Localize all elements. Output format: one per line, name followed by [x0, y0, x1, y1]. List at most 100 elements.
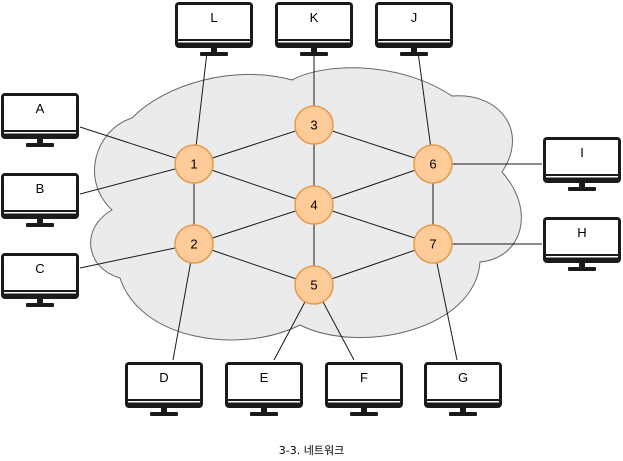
monitor-stand [26, 143, 54, 147]
monitor-screen [4, 96, 76, 130]
computer-label: I [580, 145, 584, 160]
monitor-stand [26, 303, 54, 307]
computer-label: F [360, 370, 368, 385]
computer-K[interactable]: K [275, 2, 353, 56]
router-label: 3 [310, 118, 317, 133]
monitor-neck [37, 139, 43, 143]
router-2[interactable]: 2 [174, 224, 214, 264]
monitor-neck [361, 408, 367, 412]
monitor-strip [4, 132, 76, 134]
router-label: 1 [190, 157, 197, 172]
router-label: 7 [429, 237, 436, 252]
router-5[interactable]: 5 [294, 265, 334, 305]
monitor-screen [4, 176, 76, 210]
monitor-stand [150, 412, 178, 416]
monitor-strip [427, 401, 499, 403]
monitor-stand [568, 187, 596, 191]
network-nodes: L K J A B C I H D E F G 1 2 3 4 5 6 7 [1, 2, 621, 416]
router-4[interactable]: 4 [294, 185, 334, 225]
link-2-5 [193, 243, 315, 286]
monitor-stand [568, 267, 596, 271]
monitor-strip [546, 256, 618, 258]
computer-D[interactable]: D [125, 362, 203, 416]
router-circle [413, 224, 453, 264]
link-A-1 [79, 126, 195, 165]
computer-label: G [458, 370, 468, 385]
monitor-neck [579, 183, 585, 187]
monitor-screen [546, 220, 618, 254]
monitor-neck [37, 299, 43, 303]
monitor-stand [350, 412, 378, 416]
monitor-neck [460, 408, 466, 412]
link-1-4 [193, 163, 315, 206]
monitor-screen [228, 365, 300, 399]
computer-J[interactable]: J [375, 2, 453, 56]
computer-F[interactable]: F [325, 362, 403, 416]
monitor-strip [228, 401, 300, 403]
router-circle [174, 144, 214, 184]
computer-label: E [260, 370, 269, 385]
monitor-neck [37, 219, 43, 223]
monitor-screen [328, 365, 400, 399]
monitor-stand [400, 52, 428, 56]
link-1-3 [193, 124, 315, 165]
link-6-4 [313, 163, 434, 206]
monitor-strip [328, 401, 400, 403]
computer-label: K [310, 10, 319, 25]
router-7[interactable]: 7 [413, 224, 453, 264]
computer-label: C [35, 261, 44, 276]
monitor-screen [546, 140, 618, 174]
monitor-screen [4, 256, 76, 290]
monitor-screen [378, 5, 450, 39]
computer-label: A [36, 101, 45, 116]
monitor-stand [26, 223, 54, 227]
link-4-7 [313, 204, 434, 245]
computer-E[interactable]: E [225, 362, 303, 416]
monitor-screen [427, 365, 499, 399]
monitor-screen [178, 5, 250, 39]
monitor-neck [261, 408, 267, 412]
router-label: 4 [310, 198, 317, 213]
computer-B[interactable]: B [1, 173, 79, 227]
router-label: 2 [190, 237, 197, 252]
computer-C[interactable]: C [1, 253, 79, 307]
router-label: 5 [310, 278, 317, 293]
router-circle [294, 105, 334, 145]
computer-L[interactable]: L [175, 2, 253, 56]
computer-label: B [36, 181, 45, 196]
computer-label: J [411, 10, 418, 25]
link-3-6 [313, 124, 434, 165]
monitor-strip [4, 292, 76, 294]
link-2-4 [193, 204, 315, 245]
computer-I[interactable]: I [543, 137, 621, 191]
monitor-neck [411, 48, 417, 52]
computer-label: D [159, 370, 168, 385]
router-circle [294, 185, 334, 225]
monitor-neck [161, 408, 167, 412]
monitor-stand [200, 52, 228, 56]
computer-label: L [210, 10, 217, 25]
monitor-strip [4, 212, 76, 214]
monitor-neck [311, 48, 317, 52]
monitor-neck [211, 48, 217, 52]
monitor-strip [378, 41, 450, 43]
monitor-strip [278, 41, 350, 43]
monitor-strip [178, 41, 250, 43]
monitor-strip [128, 401, 200, 403]
router-3[interactable]: 3 [294, 105, 334, 145]
router-1[interactable]: 1 [174, 144, 214, 184]
router-circle [294, 265, 334, 305]
figure-caption: 3-3. 네트워크 [279, 444, 344, 457]
monitor-screen [128, 365, 200, 399]
computer-H[interactable]: H [543, 217, 621, 271]
router-6[interactable]: 6 [413, 144, 453, 184]
monitor-neck [579, 263, 585, 267]
monitor-strip [546, 176, 618, 178]
router-label: 6 [429, 157, 436, 172]
monitor-stand [250, 412, 278, 416]
computer-G[interactable]: G [424, 362, 502, 416]
computer-A[interactable]: A [1, 93, 79, 147]
computer-label: H [577, 225, 586, 240]
monitor-stand [300, 52, 328, 56]
